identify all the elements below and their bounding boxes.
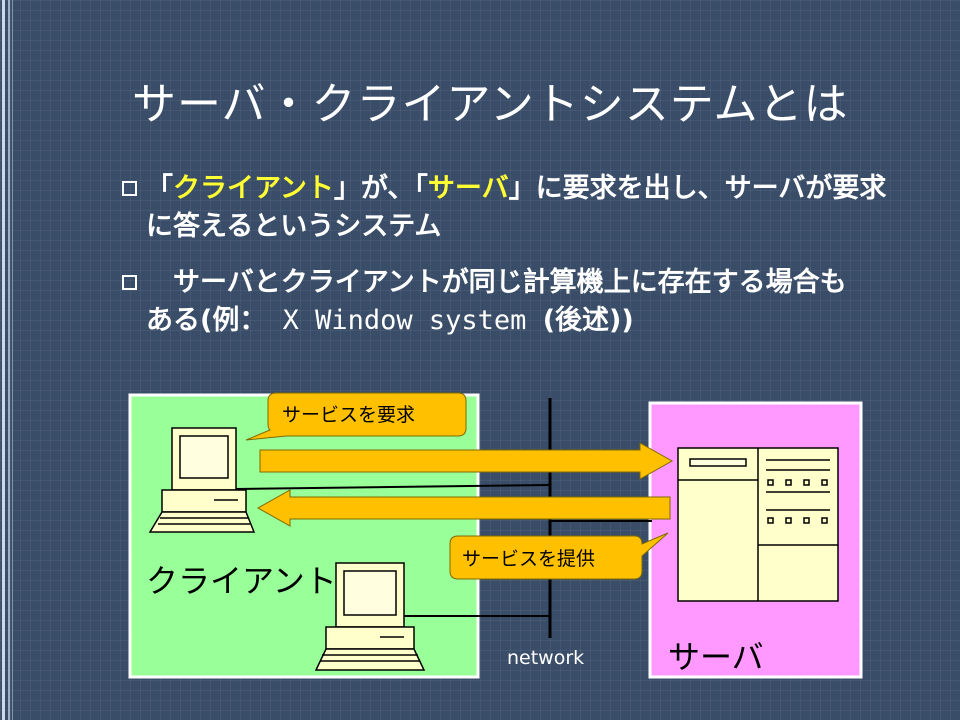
bullet-1-line-1: 「クライアント」が、「サーバ」に要求を出し、サーバが要求	[146, 173, 887, 204]
slide-title: サーバ・クライアントシステムとは	[132, 79, 849, 130]
server-machine-icon	[677, 447, 839, 602]
bullet-square-icon	[122, 275, 137, 290]
client-computer-icon	[148, 427, 256, 533]
bullet-1-line-2: に答えるというシステム	[146, 211, 442, 242]
client-computer-icon	[314, 562, 426, 671]
left-decoration-bar	[0, 0, 16, 720]
bullet-2-line-2: ある(例： X Window system (後述))	[146, 305, 634, 336]
server-highlight: サーバ	[427, 173, 509, 204]
request-callout	[245, 392, 467, 441]
provide-callout	[449, 532, 669, 580]
bullet-1: 「クライアント」が、「サーバ」に要求を出し、サーバが要求 に答えるというシステム	[120, 170, 910, 246]
client-label: クライアント	[146, 562, 337, 600]
request-callout-text: サービスを要求	[282, 404, 415, 426]
bullet-square-icon	[122, 181, 137, 196]
request-arrow	[259, 442, 674, 480]
bullet-2-line-1: サーバとクライアントが同じ計算機上に存在する場合も	[146, 267, 847, 298]
bullet-2: サーバとクライアントが同じ計算機上に存在する場合も ある(例： X Window…	[120, 264, 910, 340]
server-label: サーバ	[668, 638, 764, 676]
network-label: network	[507, 647, 584, 669]
provide-callout-text: サービスを提供	[462, 548, 595, 570]
client-highlight: クライアント	[173, 173, 334, 204]
response-arrow	[256, 489, 671, 527]
